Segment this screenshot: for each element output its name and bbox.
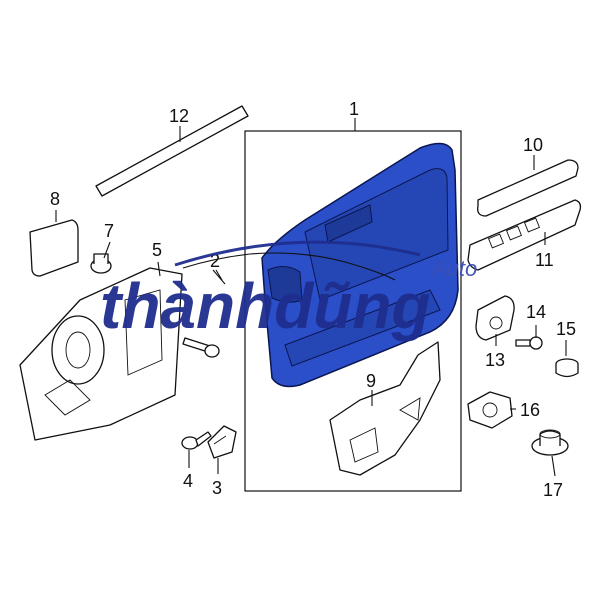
switch-part-13 bbox=[475, 295, 515, 341]
inner-bracket-part-9 bbox=[329, 341, 441, 476]
speaker-panel-part-5 bbox=[19, 267, 183, 441]
handle-housing-part-16 bbox=[467, 391, 513, 429]
callout-9: 9 bbox=[366, 371, 376, 391]
push-pin-part-7 bbox=[90, 253, 112, 274]
callout-16: 16 bbox=[520, 400, 540, 420]
screw-part-14 bbox=[515, 336, 543, 350]
clip-part-3 bbox=[207, 425, 237, 459]
callout-17: 17 bbox=[543, 480, 563, 500]
cover-part-8 bbox=[29, 219, 79, 277]
callout-4: 4 bbox=[183, 471, 193, 491]
door-cable bbox=[182, 252, 396, 281]
cable-end bbox=[212, 269, 226, 285]
bolt bbox=[182, 337, 220, 358]
screw-part-4 bbox=[181, 431, 212, 450]
leader-lines bbox=[55, 118, 567, 477]
callout-11: 11 bbox=[535, 250, 554, 270]
callout-3: 3 bbox=[212, 478, 222, 498]
callout-5: 5 bbox=[152, 240, 162, 260]
callout-14: 14 bbox=[526, 302, 546, 322]
callout-15: 15 bbox=[556, 319, 576, 339]
weatherstrip-part-12 bbox=[95, 105, 249, 197]
knob-part-17 bbox=[531, 429, 569, 456]
watermark-brand: thànhdũng bbox=[100, 270, 431, 342]
watermark-sub: Auto bbox=[430, 256, 477, 281]
trim-strip-part-10 bbox=[477, 159, 579, 217]
callout-10: 10 bbox=[523, 135, 543, 155]
callout-1: 1 bbox=[349, 99, 359, 119]
callout-7: 7 bbox=[104, 221, 114, 241]
cap-part-15 bbox=[555, 358, 579, 378]
callout-8: 8 bbox=[50, 189, 60, 209]
callout-2: 2 bbox=[210, 251, 220, 271]
callout-13: 13 bbox=[485, 350, 505, 370]
panel-frame bbox=[244, 130, 462, 492]
switch-panel-part-11 bbox=[467, 199, 582, 271]
door-trim-panel bbox=[261, 142, 459, 388]
callout-12: 12 bbox=[169, 106, 189, 126]
watermark-logo: thànhdũng Auto bbox=[100, 240, 477, 342]
